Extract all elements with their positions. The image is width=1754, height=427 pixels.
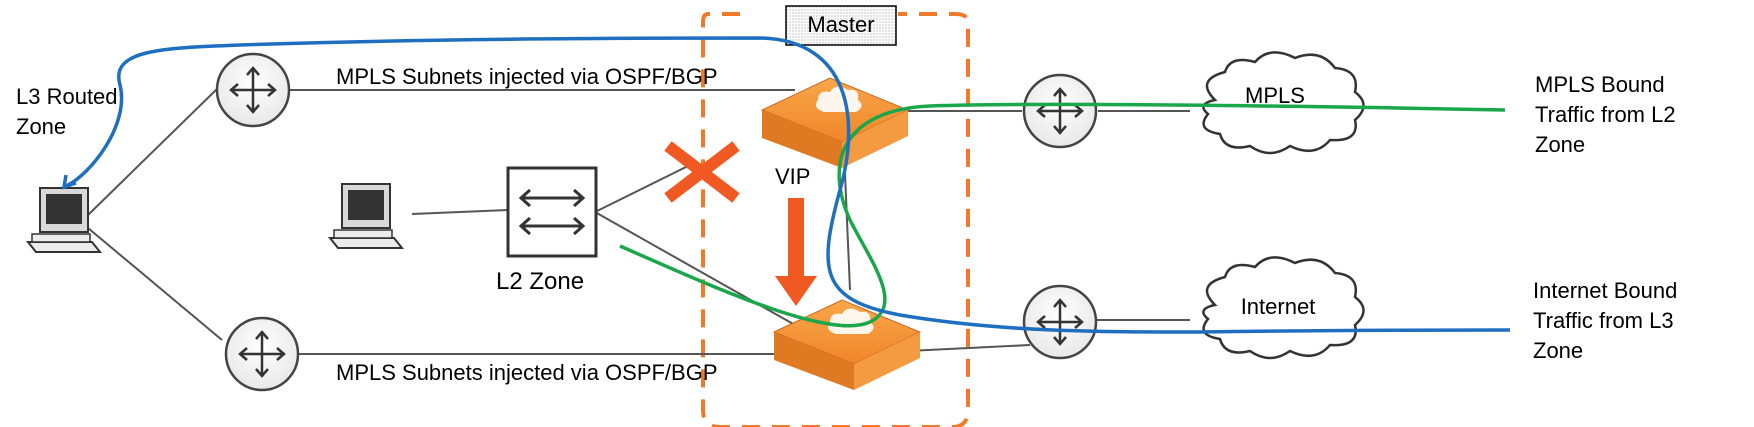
backup-appliance [772,299,922,390]
link-failure-x-icon [664,141,740,203]
link-backup-router-internet [907,344,1031,352]
l2-computer-icon [327,183,405,249]
l2-zone-label: L2 Zone [496,268,584,295]
mpls-traffic-label: MPLS Bound Traffic from L2 Zone [1535,72,1682,157]
master-appliance [760,77,910,168]
router-mpls [1022,73,1098,149]
top-link-label: MPLS Subnets injected via OSPF/BGP [336,64,718,89]
mpls-cloud: MPLS [1202,51,1365,155]
link-l3pc-router-bottom [87,227,223,341]
mpls-cloud-label: MPLS [1245,83,1305,108]
internet-cloud: Internet [1202,256,1365,360]
l3-traffic-flow [65,36,1511,334]
vip-label: VIP [775,164,810,189]
master-ha-boundary: Master [701,5,970,427]
link-switch-master [594,164,691,213]
internet-traffic-label: Internet Bound Traffic from L3 Zone [1533,278,1683,363]
link-l2pc-switch [411,209,509,215]
l2-traffic-flow [619,102,1506,328]
master-label-box [785,5,897,46]
link-l3pc-router-top [87,87,219,216]
l2-switch [506,166,598,258]
internet-cloud-label: Internet [1241,294,1316,319]
network-links [87,87,1190,355]
router-bottom-left [224,316,300,392]
master-label: Master [807,12,874,37]
router-top-left [215,52,291,128]
l3-zone-label: L3 Routed Zone [16,84,124,139]
l3-computer-icon [25,187,103,253]
failover-arrow [775,198,817,306]
router-internet [1022,284,1098,360]
bottom-link-label: MPLS Subnets injected via OSPF/BGP [336,360,718,385]
l3-flow-arrowhead [61,174,77,190]
